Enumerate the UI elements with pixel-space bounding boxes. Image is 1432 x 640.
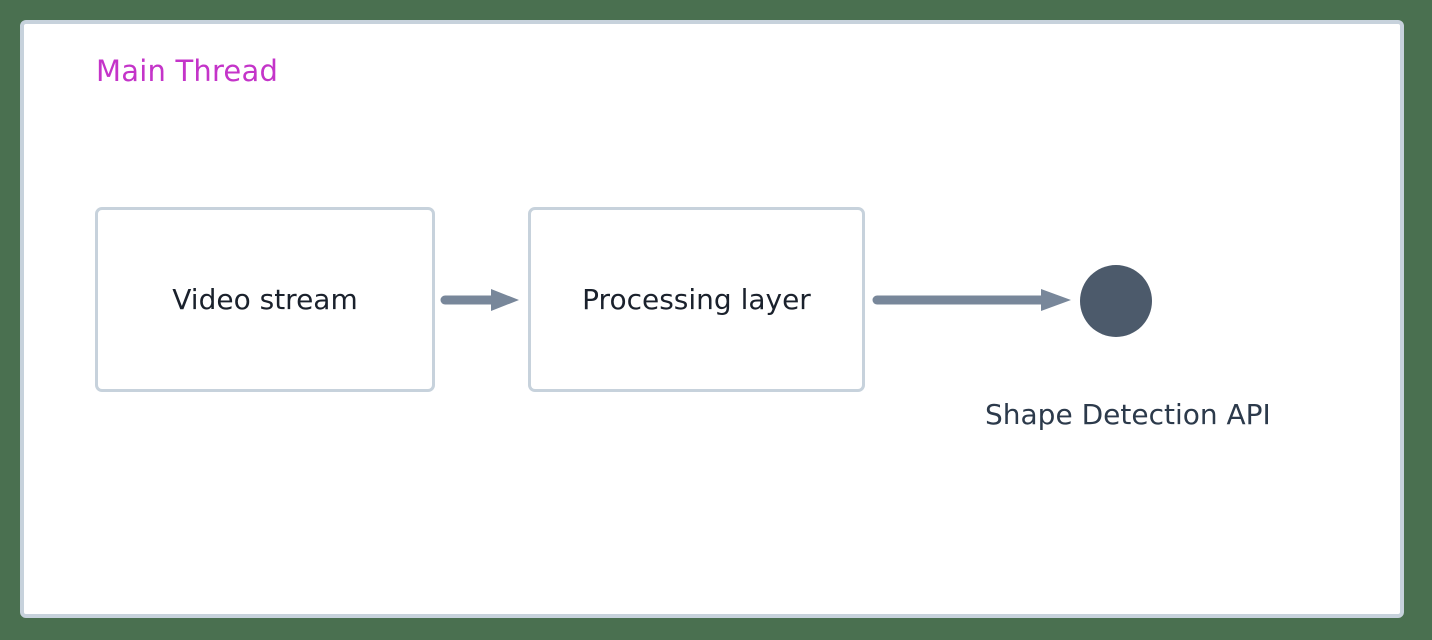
node-processing-layer-label: Processing layer bbox=[582, 282, 811, 316]
node-video-stream-label: Video stream bbox=[172, 282, 358, 316]
node-video-stream[interactable]: Video stream bbox=[95, 207, 435, 392]
arrow-video-to-processing-icon bbox=[440, 289, 519, 311]
arrow-processing-to-api-icon bbox=[872, 289, 1071, 311]
node-shape-detection-api-circle[interactable] bbox=[1080, 265, 1152, 337]
node-processing-layer[interactable]: Processing layer bbox=[528, 207, 865, 392]
node-shape-detection-api-label: Shape Detection API bbox=[985, 398, 1271, 431]
lane-title-main-thread: Main Thread bbox=[96, 54, 279, 88]
